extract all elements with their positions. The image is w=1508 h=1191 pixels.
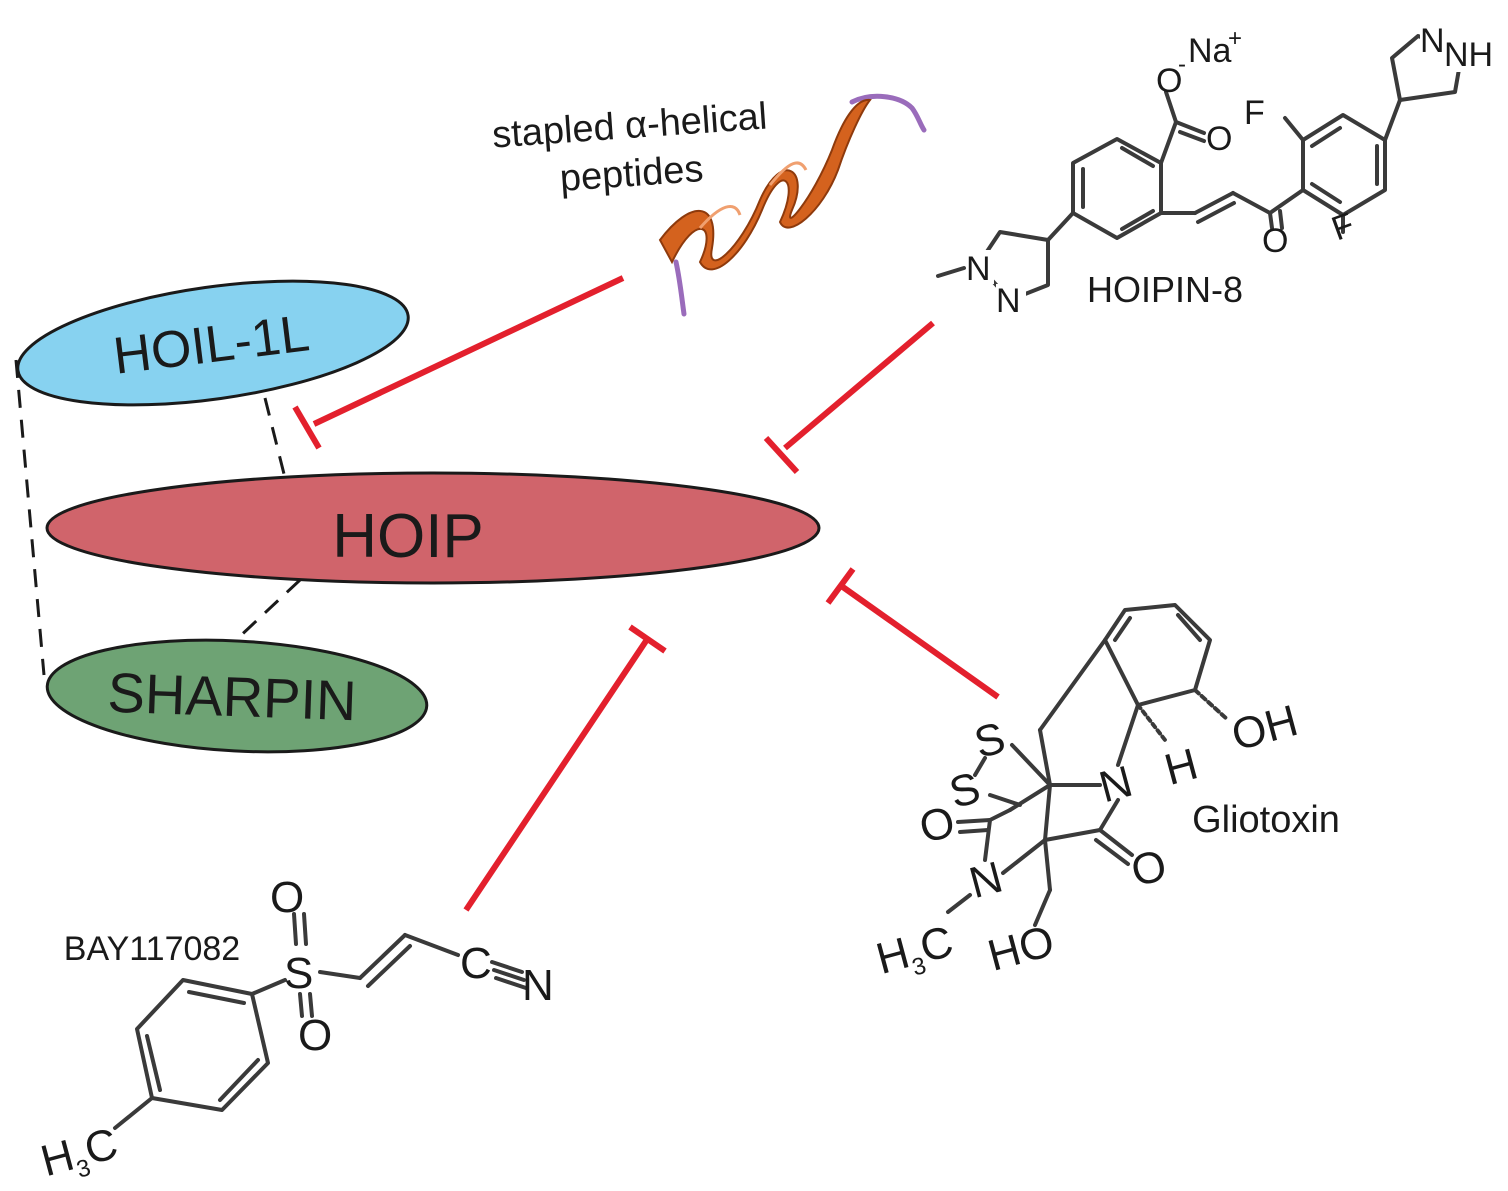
bay-nitrile-carbon: C	[460, 939, 492, 988]
carboxylate-oxygen-anion: O	[1156, 62, 1182, 100]
sulfur-1: S	[969, 713, 1010, 768]
sodium-counterion: Na	[1188, 32, 1232, 70]
stapled-peptide: stapled α-helical peptides	[491, 93, 927, 317]
hoipin-label: HOIPIN-8	[1087, 269, 1243, 310]
bay-sulfur: S	[284, 949, 313, 998]
hoil-ellipse: HOIL-1L	[16, 279, 410, 407]
helix-ribbon	[658, 93, 927, 317]
gliotoxin-carbonyl-o1: O	[1126, 840, 1172, 896]
peptide-label-line1: stapled α-helical	[491, 95, 769, 156]
bay-methyl: H3C	[36, 1119, 125, 1186]
methylpyrazole-n2: N	[996, 282, 1021, 320]
gliotoxin-inhibition-line	[825, 567, 1000, 700]
gliotoxin-label: Gliotoxin	[1192, 799, 1340, 841]
dashed-link-hoil-hoip	[263, 397, 287, 479]
pyrazole-n: N	[1420, 22, 1445, 60]
hoip-shape	[45, 471, 821, 585]
gliotoxin-hydrogen: H	[1159, 739, 1202, 795]
hoil-shape	[16, 279, 410, 407]
bay-sulfonyl-o2: O	[298, 1011, 332, 1060]
gliotoxin-hydroxymethyl: HO	[983, 916, 1059, 980]
gliotoxin-n-methyl: N	[964, 852, 1007, 908]
complex-dashed-links	[14, 359, 302, 676]
hoip-ellipse: HOIP	[45, 471, 821, 585]
dashed-link-hoil-sharpin	[14, 359, 46, 676]
pyrazole-nh: NH	[1444, 36, 1493, 74]
sharpin-ellipse: SHARPIN	[45, 638, 429, 754]
peptide-label-line2: peptides	[558, 148, 704, 200]
bay-nitrile-nitrogen: N	[522, 961, 554, 1010]
bay-label: BAY117082	[64, 930, 240, 968]
bay-sulfonyl-o1: O	[270, 873, 304, 922]
hoipin-8-molecule: O - Na + O O F F N NH N N	[936, 22, 1493, 320]
dashed-link-hoip-sharpin	[234, 578, 302, 642]
gliotoxin-hydroxyl: OH	[1226, 696, 1302, 760]
fluorine-bottom: F	[1327, 206, 1360, 249]
fluorine-top: F	[1244, 94, 1265, 132]
gliotoxin-molecule: OH H N S S O O N H3C HO G	[871, 603, 1340, 990]
methylpyrazole-n1: N	[966, 250, 991, 288]
hoip-label: HOIP	[332, 502, 484, 571]
sharpin-label: SHARPIN	[107, 661, 358, 733]
peptide-inhibition-line	[292, 275, 625, 450]
carboxylate-oxygen: O	[1206, 120, 1232, 158]
gliotoxin-methyl: H3C	[871, 917, 960, 990]
inhibition-lines	[292, 275, 1000, 912]
sharpin-shape	[45, 638, 429, 754]
charge-minus: -	[1178, 51, 1186, 78]
bay-inhibition-line	[463, 624, 667, 912]
charge-plus: +	[1228, 25, 1242, 52]
hoipin-inhibition-line	[763, 320, 935, 475]
ketone-oxygen: O	[1262, 222, 1288, 260]
bay117082-molecule: BAY117082 H3C S O O C N	[36, 873, 554, 1186]
